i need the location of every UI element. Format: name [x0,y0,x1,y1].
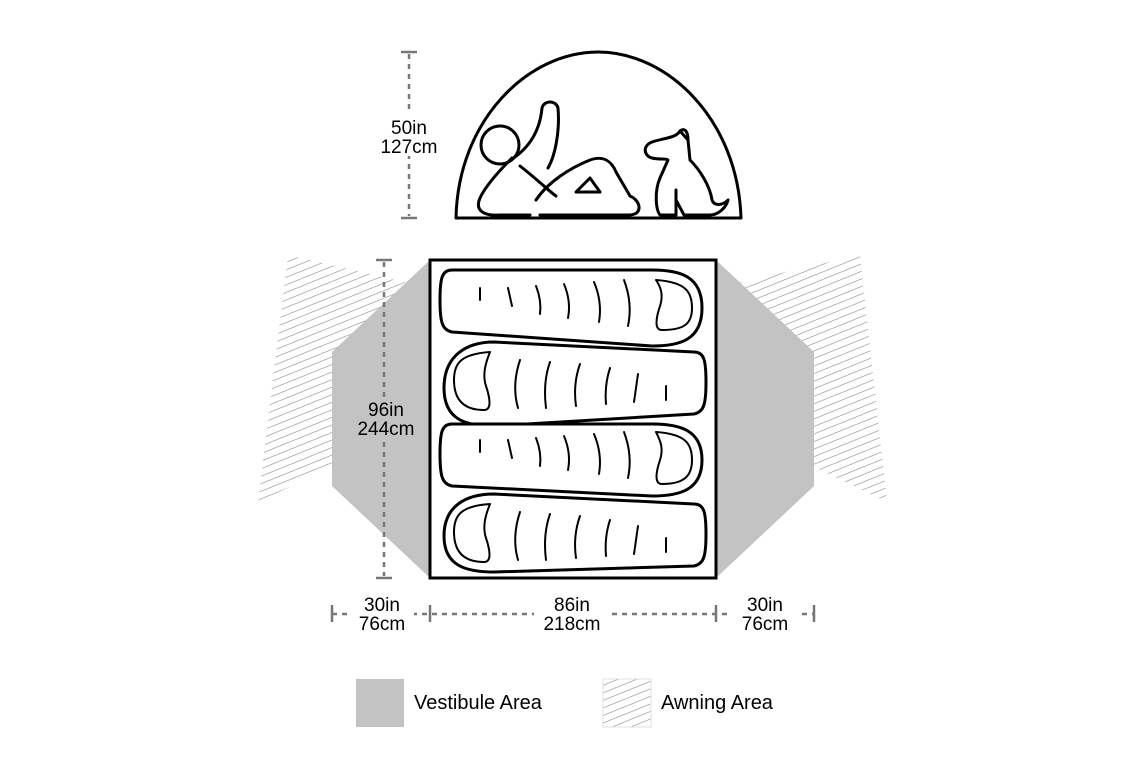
sleeping-bag-icon [442,340,708,428]
vestibule-right-metric-label: 76cm [742,614,788,635]
length-dimension: 96in 244cm [350,258,422,580]
sleeping-bag-icon [442,492,708,574]
height-imperial-label: 50in [391,118,427,139]
awning-swatch [602,678,652,728]
vestibule-left-metric-label: 76cm [359,614,405,635]
legend: Vestibule Area Awning Area [356,678,774,728]
length-imperial-label: 96in [368,400,404,421]
vestibule-area-right [716,260,814,578]
floor-width-metric-label: 218cm [543,614,600,635]
awning-legend-label: Awning Area [661,692,774,714]
height-dimension: 50in 127cm [372,50,446,220]
dog-icon [643,128,730,217]
vestibule-left-imperial-label: 30in [364,595,400,616]
sleeping-bag-icon [438,422,704,498]
side-view [454,50,743,220]
width-dimension: 30in 76cm 86in 218cm 30in 76cm [330,592,816,635]
person-lounging-icon [477,100,641,217]
height-metric-label: 127cm [380,137,437,158]
vestibule-swatch [356,679,404,727]
length-metric-label: 244cm [357,419,414,440]
floor-width-imperial-label: 86in [554,595,590,616]
vestibule-right-imperial-label: 30in [747,595,783,616]
sleeping-bag-icon [438,268,704,348]
vestibule-legend-label: Vestibule Area [414,692,543,714]
dome-outline [454,50,743,220]
